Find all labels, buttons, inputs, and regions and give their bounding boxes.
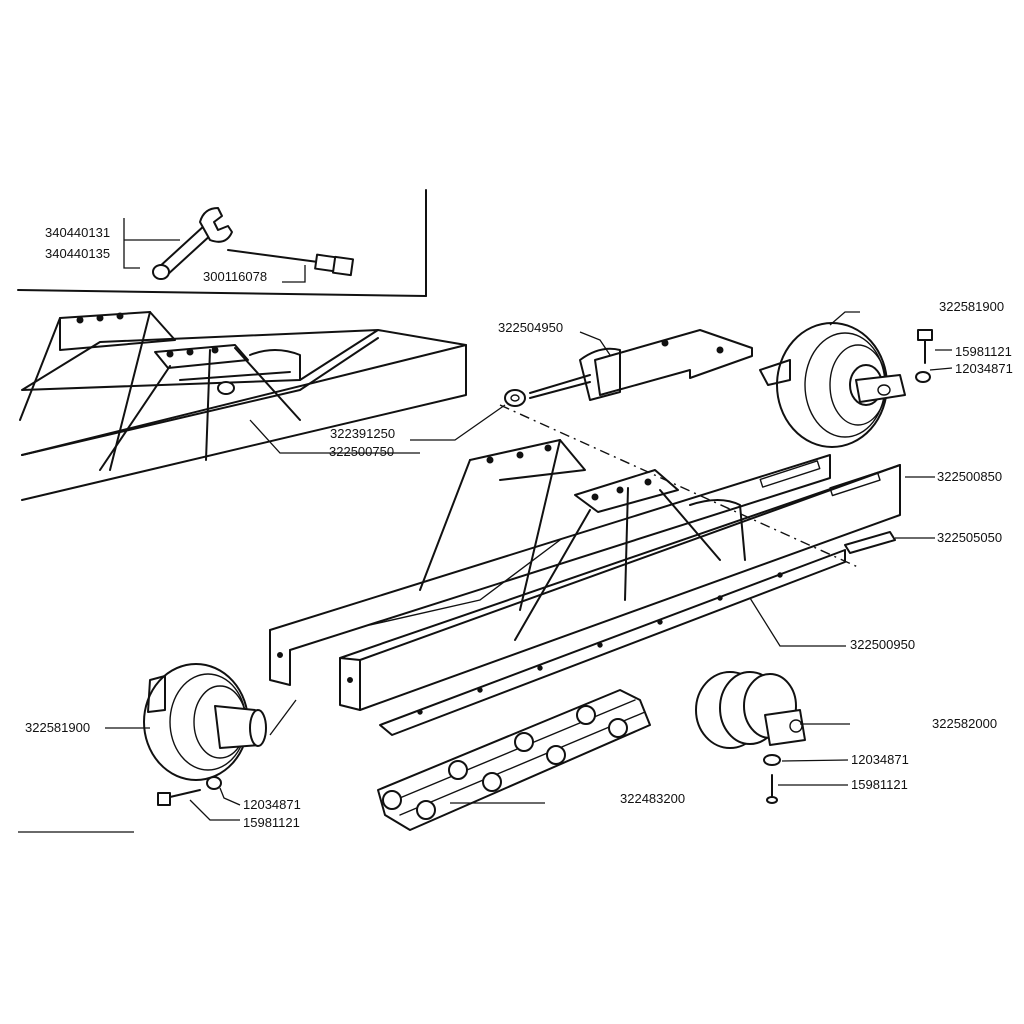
- bolt-right-icon: [917, 329, 933, 364]
- label-grease-tool: 300116078: [203, 269, 267, 284]
- wrench-icon: [152, 207, 233, 280]
- track-chain: [377, 689, 651, 831]
- label-idler-right: 322581900: [939, 299, 1004, 314]
- nut-icon: [504, 389, 526, 407]
- label-chain: 322483200: [620, 791, 685, 806]
- label-idler-left: 322581900: [25, 720, 90, 735]
- grease-tool-icon: [227, 249, 355, 277]
- label-wrench-a: 340440131: [45, 225, 110, 240]
- leader-lines: [18, 218, 953, 833]
- washer-mid-icon: [763, 754, 781, 766]
- bolt-left-icon: [157, 789, 201, 806]
- bolt-mid-icon: [766, 774, 778, 804]
- label-frame-left: 322500750: [329, 444, 394, 459]
- label-bolt-mid: 15981121: [851, 777, 908, 792]
- washer-left-icon: [206, 776, 222, 790]
- label-bolt-left: 15981121: [243, 815, 300, 830]
- tension-bracket: [529, 329, 753, 401]
- wear-strip: [379, 549, 846, 736]
- label-wrench-b: 340440135: [45, 246, 110, 261]
- label-roller: 322582000: [932, 716, 997, 731]
- main-frame-assembly: [269, 439, 901, 711]
- label-plate-small: 322505050: [937, 530, 1002, 545]
- label-wear-strip: 322500950: [850, 637, 915, 652]
- part-labels: 340440131 340440135 300116078 322504950 …: [25, 225, 1013, 830]
- small-plate: [844, 531, 896, 554]
- right-idler-wheel: [759, 322, 906, 448]
- left-idler-wheel: [143, 663, 267, 781]
- left-frame-assembly: [19, 311, 467, 501]
- label-nut: 322391250: [330, 426, 395, 441]
- label-washer-right: 12034871: [955, 361, 1013, 376]
- tool-inset-box: [17, 189, 427, 297]
- washer-right-icon: [915, 371, 931, 383]
- label-bolt-right: 15981121: [955, 344, 1012, 359]
- label-washer-mid: 12034871: [851, 752, 909, 767]
- bottom-roller: [695, 671, 806, 749]
- label-tension-bolt: 322504950: [498, 320, 563, 335]
- label-washer-left: 12034871: [243, 797, 301, 812]
- label-frame-right: 322500850: [937, 469, 1002, 484]
